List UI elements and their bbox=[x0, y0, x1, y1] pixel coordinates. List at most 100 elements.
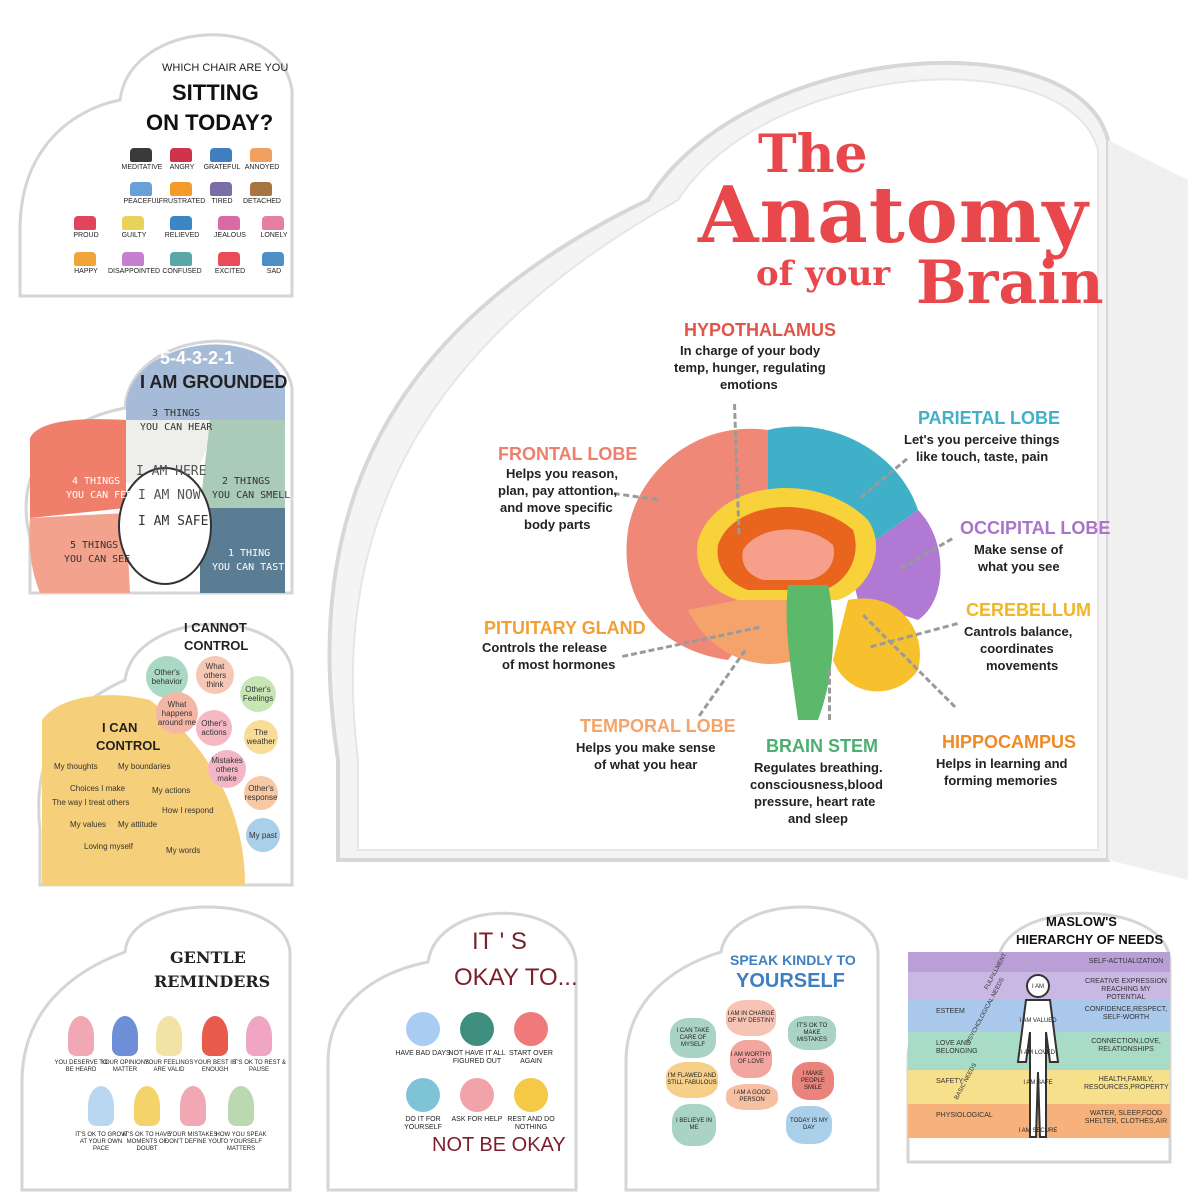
desc-frontal-3: and move specific bbox=[500, 500, 613, 515]
desc-occipital-2: what you see bbox=[978, 559, 1060, 574]
chairs-title-big-1: SITTING bbox=[172, 80, 259, 105]
title-anatomy: Anatomy bbox=[698, 170, 1089, 261]
chair-icon bbox=[122, 216, 144, 230]
chair-icon bbox=[130, 182, 152, 196]
grounded-see-2: YOU CAN SEE bbox=[64, 554, 131, 565]
cannot-title-2: CONTROL bbox=[184, 638, 249, 653]
can-control-item: The way I treat others bbox=[52, 798, 130, 807]
okay-circle bbox=[406, 1078, 440, 1112]
reminders-panel: GENTLE REMINDERS YOU DESERVE TO BE HEARD… bbox=[0, 892, 300, 1200]
grounded-taste-1: 1 THING bbox=[228, 548, 271, 559]
grounded-taste-2: YOU CAN TASTE bbox=[212, 562, 291, 573]
chair-icon bbox=[250, 148, 272, 162]
grounded-center-2: I AM NOW bbox=[138, 488, 201, 503]
affirmation-bubble: I AM A GOOD PERSON bbox=[726, 1084, 778, 1110]
flower-vase-icon bbox=[112, 1016, 138, 1056]
chair-icon bbox=[74, 252, 96, 266]
grounded-center-3: I AM SAFE bbox=[138, 514, 209, 529]
chairs-title-big-2: ON TODAY? bbox=[146, 110, 274, 135]
pointer-brainstem bbox=[828, 670, 831, 720]
kindly-title-1: SPEAK KINDLY TO bbox=[730, 952, 856, 968]
cannot-control-bubble: What happens around me bbox=[156, 692, 198, 734]
maslow-level-right: CREATIVE EXPRESSION REACHING MY POTENTIA… bbox=[1085, 978, 1167, 1001]
okay-text: ASK FOR HELP bbox=[451, 1116, 503, 1123]
maslow-level-right: WATER, SLEEP,FOOD SHELTER, CLOTHES,AIR bbox=[1084, 1110, 1168, 1125]
okay-text: NOT HAVE IT ALL FIGURED OUT bbox=[448, 1050, 506, 1065]
chair-label: JEALOUS bbox=[214, 232, 246, 239]
desc-hippocampus-1: Helps in learning and bbox=[936, 756, 1068, 771]
cannot-title-1: I CANNOT bbox=[184, 620, 247, 635]
can-control-item: My words bbox=[166, 846, 201, 855]
reminder-text: YOU DESERVE TO BE HEARD bbox=[54, 1060, 108, 1073]
kindly-title-2: YOURSELF bbox=[736, 970, 845, 992]
desc-parietal-2: like touch, taste, pain bbox=[916, 449, 1049, 464]
desc-cerebellum-1: Cantrols balance, bbox=[964, 624, 1073, 639]
reminders-title-2: REMINDERS bbox=[154, 972, 271, 991]
chair-icon bbox=[122, 252, 144, 266]
label-pituitary: PITUITARY GLAND bbox=[484, 618, 646, 638]
okay-circle bbox=[460, 1078, 494, 1112]
maslow-level-left: ESTEEM bbox=[936, 1008, 965, 1015]
affirmation-bubble: I AM WORTHY OF LOVE bbox=[730, 1040, 772, 1078]
grounded-center-1: I AM HERE bbox=[136, 464, 207, 479]
chair-label: DISAPPOINTED bbox=[107, 268, 161, 275]
chair-icon bbox=[250, 182, 272, 196]
label-cerebellum: CEREBELLUM bbox=[966, 600, 1091, 620]
desc-hypothalamus-3: emotions bbox=[720, 377, 778, 392]
can-control-item: Loving myself bbox=[84, 842, 133, 851]
chair-icon bbox=[210, 148, 232, 162]
chair-label: PROUD bbox=[73, 232, 99, 239]
heart-plaque-shape bbox=[18, 33, 294, 298]
okay-title-2: OKAY TO... bbox=[454, 964, 578, 991]
chair-label: GUILTY bbox=[121, 232, 147, 239]
chair-label: HAPPY bbox=[74, 268, 98, 275]
brain-illustration bbox=[626, 426, 941, 720]
can-control-item: My boundaries bbox=[118, 762, 171, 771]
reminder-text: HOW YOU SPEAK TO YOURSELF MATTERS bbox=[215, 1132, 267, 1152]
chair-icon bbox=[262, 216, 284, 230]
desc-brainstem-2: consciousness,blood bbox=[750, 777, 883, 792]
can-control-item: How I respond bbox=[162, 806, 214, 815]
cannot-control-bubble: Other's actions bbox=[196, 710, 232, 746]
chair-label: TIRED bbox=[211, 198, 233, 205]
okay-circle bbox=[514, 1078, 548, 1112]
inner-core bbox=[742, 529, 834, 580]
reminders-title-1: GENTLE bbox=[170, 948, 246, 967]
chair-label: EXCITED bbox=[214, 268, 246, 275]
grounded-title-2: I AM GROUNDED bbox=[140, 372, 288, 392]
desc-temporal-1: Helps you make sense bbox=[576, 740, 716, 755]
chair-label: CONFUSED bbox=[162, 268, 202, 275]
chair-icon bbox=[218, 252, 240, 266]
affirmation-bubble: I'M FLAWED AND STILL FABULOUS bbox=[666, 1062, 718, 1098]
affirmation-bubble: I MAKE PEOPLE SMILE bbox=[792, 1062, 834, 1100]
desc-brainstem-4: and sleep bbox=[788, 811, 848, 826]
desc-temporal-2: of what you hear bbox=[594, 757, 698, 772]
flower-vase-icon bbox=[88, 1086, 114, 1126]
label-temporal: TEMPORAL LOBE bbox=[580, 716, 736, 736]
chair-label: DETACHED bbox=[243, 198, 281, 205]
affirmation-bubble: I CAN TAKE CARE OF MYSELF bbox=[670, 1018, 716, 1058]
chair-label: ANNOYED bbox=[244, 164, 280, 171]
brain-anatomy-panel: The Anatomy of your Brain HYPOTHALAMUS I… bbox=[318, 0, 1200, 884]
chair-icon bbox=[170, 252, 192, 266]
chair-icon bbox=[262, 252, 284, 266]
can-title-1: I CAN bbox=[102, 720, 138, 735]
flower-vase-icon bbox=[68, 1016, 94, 1056]
cannot-control-bubble: Other's Feelings bbox=[240, 676, 276, 712]
desc-pituitary-2: of most hormones bbox=[502, 657, 616, 672]
flower-vase-icon bbox=[202, 1016, 228, 1056]
affirmation-bubble: I BELIEVE IN ME bbox=[672, 1104, 716, 1146]
kindly-panel: SPEAK KINDLY TO YOURSELF I CAN TAKE CARE… bbox=[606, 892, 896, 1200]
heart-plaque-shape bbox=[326, 911, 578, 1192]
desc-frontal-4: body parts bbox=[524, 517, 591, 532]
desc-pituitary-1: Controls the release bbox=[482, 640, 607, 655]
okay-circle bbox=[406, 1012, 440, 1046]
chair-icon bbox=[218, 216, 240, 230]
chair-label: GRATEFUL bbox=[203, 164, 241, 171]
chairs-title-small: WHICH CHAIR ARE YOU bbox=[162, 62, 289, 74]
grounded-hear-2: YOU CAN HEAR bbox=[140, 422, 213, 433]
reminder-text: YOUR MISTAKES DON'T DEFINE YOU bbox=[164, 1132, 222, 1145]
flower-vase-icon bbox=[228, 1086, 254, 1126]
brain-stem-shape bbox=[786, 585, 834, 720]
reminder-text: IT'S OK TO HAVE MOMENTS OF DOUBT bbox=[122, 1132, 172, 1152]
